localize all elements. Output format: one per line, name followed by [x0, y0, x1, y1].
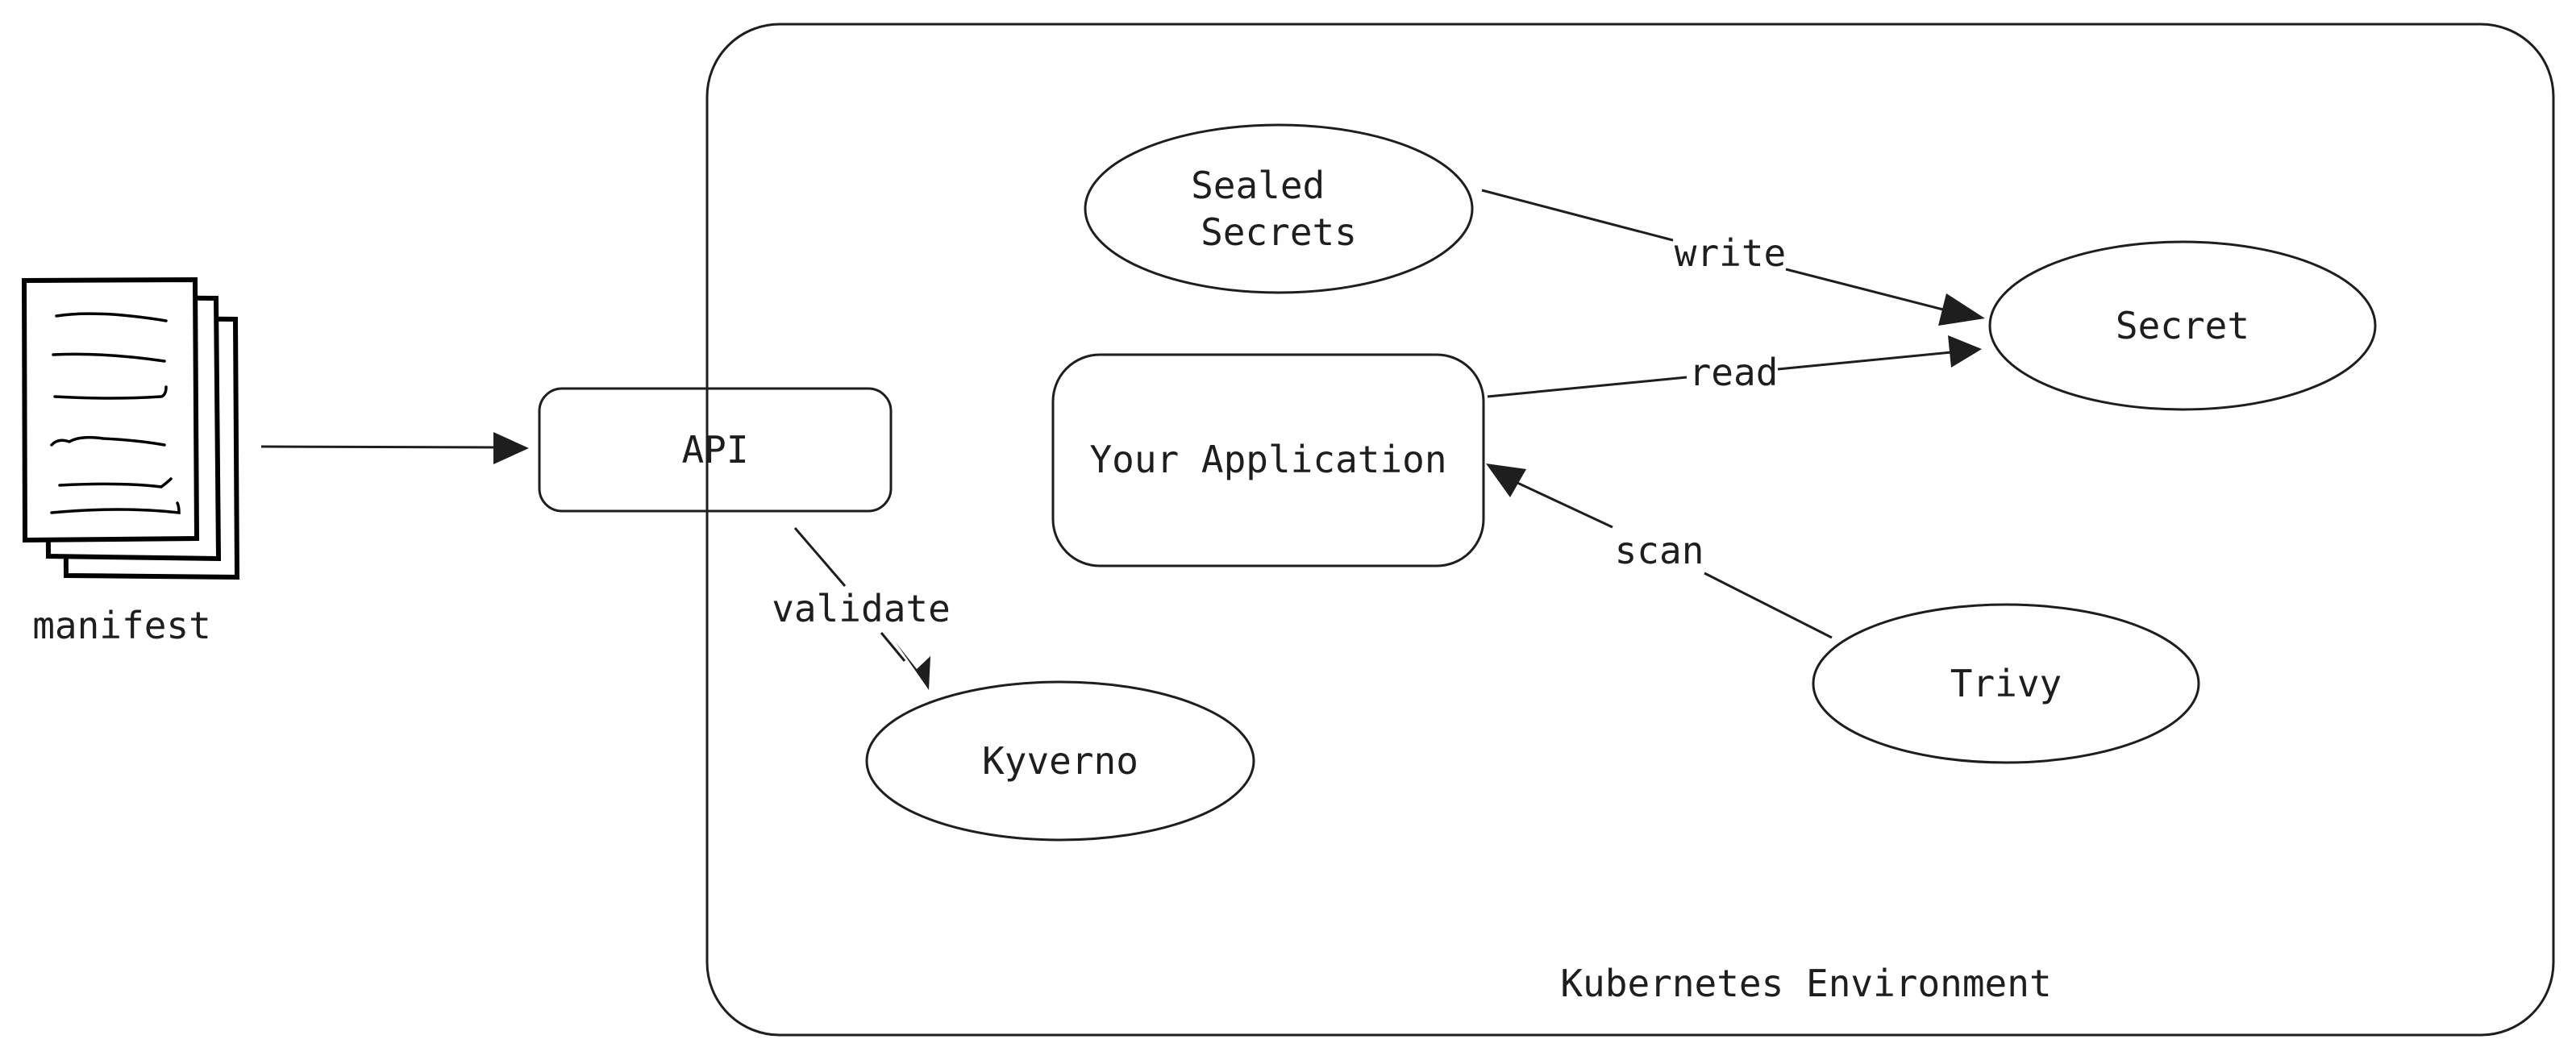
manifest-node: manifest [21, 276, 240, 647]
api-box [538, 387, 893, 513]
sealed-secrets-label-line-2: Secrets [1201, 210, 1357, 254]
sealed-secrets-label-line-1: Sealed [1191, 164, 1325, 207]
edge-your-application-read-secret: read [1487, 335, 1982, 398]
api-node: API [538, 387, 893, 513]
secret-ellipse [1988, 240, 2377, 411]
trivy-label: Trivy [1950, 662, 2062, 705]
edge-manifest-to-api [260, 432, 529, 464]
edge-label-validate: validate [772, 587, 951, 630]
arrowhead-icon [1948, 335, 1982, 368]
sealed-secrets-label: Sealed Secrets [1191, 164, 1357, 254]
arrowhead-icon [1486, 463, 1526, 497]
trivy-ellipse [1812, 603, 2200, 764]
your-application-node: Your Application [1051, 353, 1485, 567]
arrowhead-icon [493, 432, 529, 464]
api-label: API [681, 428, 748, 472]
edge-api-validate-kyverno: validate [772, 527, 951, 690]
kubernetes-environment-border [705, 23, 2555, 1037]
kyverno-ellipse [865, 680, 1255, 842]
your-application-box [1051, 353, 1485, 567]
trivy-node: Trivy [1812, 603, 2200, 764]
secret-label: Secret [2116, 304, 2249, 347]
edge-trivy-scan-your-application: scan [1486, 463, 1833, 639]
document-stack-icon [21, 276, 240, 580]
kubernetes-environment-label: Kubernetes Environment [1560, 962, 2051, 1005]
arrowhead-icon [896, 642, 930, 690]
edge-label-write: write [1675, 231, 1786, 275]
kyverno-label: Kyverno [982, 739, 1138, 783]
sealed-secrets-ellipse [1084, 123, 1474, 294]
secret-node: Secret [1988, 240, 2377, 411]
kubernetes-environment: Kubernetes Environment [705, 23, 2555, 1037]
edge-sealed-secrets-write-secret: write [1481, 189, 1985, 326]
edge-label-read: read [1689, 351, 1779, 394]
sealed-secrets-node: Sealed Secrets [1084, 123, 1474, 294]
edge-label-scan: scan [1615, 529, 1704, 572]
manifest-label: manifest [32, 604, 211, 647]
arrowhead-icon [1938, 293, 1985, 326]
your-application-label: Your Application [1089, 438, 1446, 481]
kyverno-node: Kyverno [865, 680, 1255, 842]
